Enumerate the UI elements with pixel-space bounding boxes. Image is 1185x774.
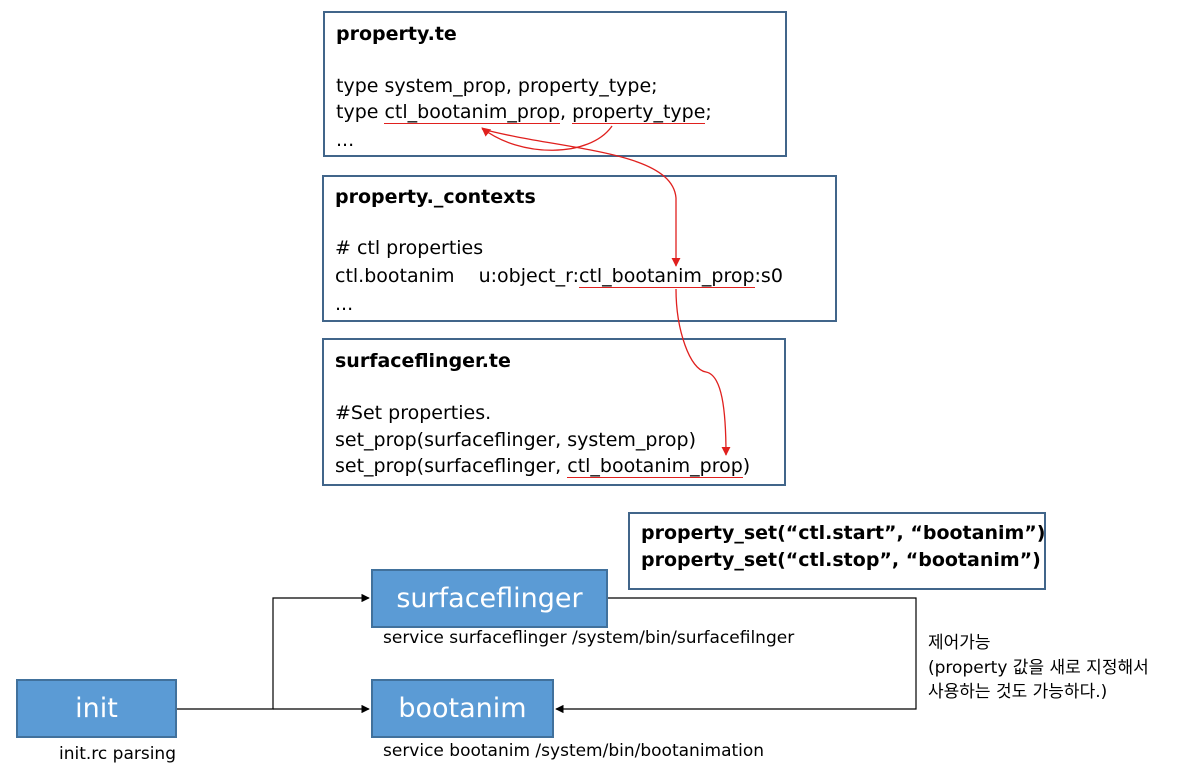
surfaceflinger-to-bootanim-connector	[555, 597, 917, 714]
property-te-property-type: property_type	[572, 101, 706, 124]
surfaceflinger-node: surfaceflinger	[371, 569, 608, 628]
property-te-line-2: type ctl_bootanim_prop, property_type;	[336, 101, 712, 124]
note-line-2: (property 값을 새로 지정해서	[928, 658, 1149, 678]
property-contexts-title: property._contexts	[335, 186, 536, 208]
surfaceflinger-te-line-3-end: )	[742, 455, 751, 477]
property-te-line-3: ...	[336, 129, 355, 151]
bootanim-caption: service bootanim /system/bin/bootanimati…	[383, 741, 765, 761]
surfaceflinger-te-ctl-bootanim-prop: ctl_bootanim_prop	[567, 455, 743, 478]
surfaceflinger-caption: service surfaceflinger /system/bin/surfa…	[383, 628, 795, 648]
init-caption: init.rc parsing	[59, 744, 176, 764]
surfaceflinger-te-line-2: set_prop(surfaceflinger, system_prop)	[335, 429, 696, 451]
property-contexts-box: property._contexts # ctl properties ctl.…	[322, 175, 837, 322]
property-te-title: property.te	[336, 23, 457, 45]
surfaceflinger-te-line-3: set_prop(surfaceflinger, ctl_bootanim_pr…	[335, 455, 751, 478]
property-contexts-line-2-end: :s0	[754, 265, 783, 287]
property-te-line-2-end: ;	[705, 101, 712, 123]
surfaceflinger-te-title: surfaceflinger.te	[335, 350, 511, 372]
property-te-line-1: type system_prop, property_type;	[336, 75, 658, 97]
init-node: init	[16, 679, 177, 738]
property-contexts-ctl-bootanim-prop: ctl_bootanim_prop	[578, 265, 755, 288]
init-node-label: init	[75, 693, 118, 724]
property-te-line-2-prefix: type	[336, 101, 385, 123]
surfaceflinger-te-line-3-prefix: set_prop(surfaceflinger,	[335, 455, 568, 477]
surfaceflinger-node-label: surfaceflinger	[396, 583, 583, 614]
property-te-line-2-sep: ,	[560, 101, 573, 123]
surfaceflinger-te-line-1: #Set properties.	[335, 402, 492, 424]
property-te-box: property.te type system_prop, property_t…	[323, 11, 787, 157]
bootanim-node-label: bootanim	[398, 693, 527, 724]
bootanim-node: bootanim	[371, 679, 554, 738]
property-set-box: property_set(“ctl.start”, “bootanim”) pr…	[628, 512, 1046, 590]
surfaceflinger-te-box: surfaceflinger.te #Set properties. set_p…	[322, 338, 786, 486]
property-contexts-line-2: ctl.bootanim u:object_r:ctl_bootanim_pro…	[335, 265, 783, 288]
property-contexts-line-1: # ctl properties	[335, 237, 484, 259]
property-te-ctl-bootanim-prop: ctl_bootanim_prop	[384, 101, 561, 124]
note-line-3: 사용하는 것도 가능하다.)	[928, 682, 1108, 702]
property-set-start: property_set(“ctl.start”, “bootanim”)	[641, 522, 1046, 544]
property-contexts-line-2-prefix: ctl.bootanim u:object_r:	[335, 265, 579, 287]
init-to-surfaceflinger-connector	[177, 593, 370, 710]
note-line-1: 제어가능	[928, 633, 991, 653]
property-contexts-line-3: ...	[335, 293, 354, 315]
property-set-stop: property_set(“ctl.stop”, “bootanim”)	[641, 549, 1041, 571]
